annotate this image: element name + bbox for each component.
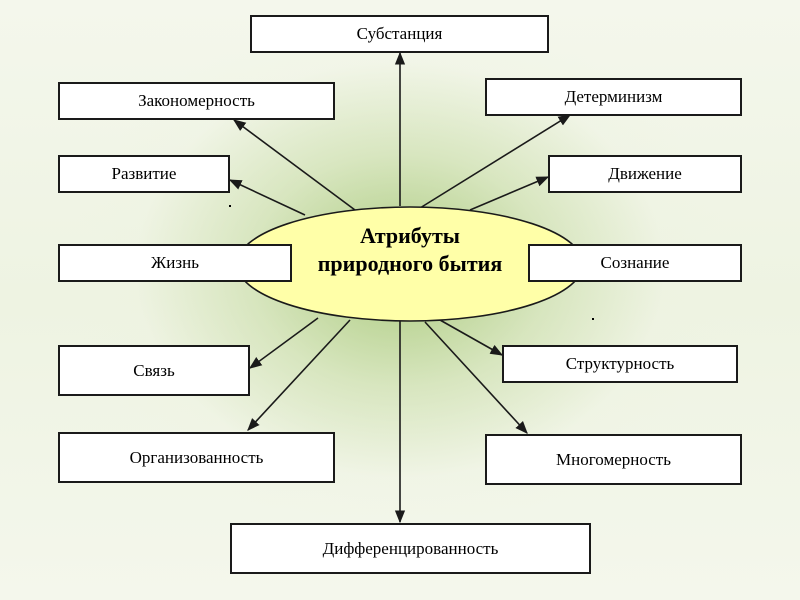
arrows [228,51,572,524]
center-label-line1: Атрибуты [360,223,460,248]
arrow-to-connection [248,317,319,369]
arrow-to-structurality [439,319,504,356]
arrow-to-movement [469,176,550,211]
node-multidimensionality: Многомерность [485,434,742,485]
center-label-line2: природного бытия [317,251,503,276]
node-differentiation: Дифференцированность [230,523,591,574]
node-determinism: Детерминизм [485,78,742,116]
arrow-to-multidimensionality [424,321,528,434]
node-substance: Субстанция [250,15,549,53]
arrow-to-development [228,179,306,216]
speck-dot [592,318,594,320]
node-consciousness: Сознание [528,244,742,282]
arrow-to-regularity [232,119,356,211]
node-regularity: Закономерность [58,82,335,120]
node-organization: Организованность [58,432,335,483]
center-label: Атрибуты природного бытия [300,218,520,282]
node-movement: Движение [548,155,742,193]
speck-dot [229,205,231,207]
node-structurality: Структурность [502,345,738,383]
arrow-to-organization [247,319,351,431]
node-life: Жизнь [58,244,292,282]
arrow-to-determinism [419,114,572,209]
node-development: Развитие [58,155,230,193]
node-connection: Связь [58,345,250,396]
